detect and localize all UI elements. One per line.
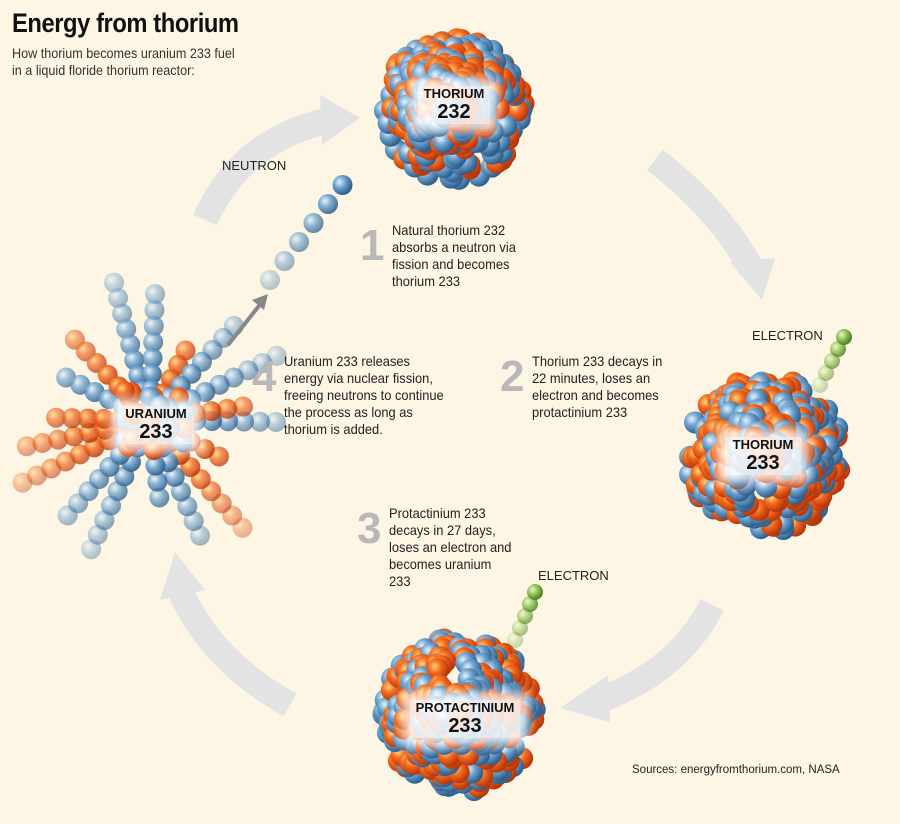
proton-ball: [114, 380, 135, 401]
proton-ball: [62, 408, 83, 429]
mass-number: 233: [448, 715, 482, 737]
electron-label-2: ELECTRON: [538, 568, 609, 583]
neutron-ball: [233, 411, 254, 432]
electron-ball: [824, 353, 840, 369]
step-text: Natural thorium 232 absorbs a neutron vi…: [392, 222, 517, 289]
step-text: Uranium 233 releases energy via nuclear …: [284, 353, 445, 437]
step-number: 3: [357, 504, 382, 553]
neutron-ball: [303, 213, 324, 233]
neutron-ball: [143, 332, 164, 353]
neutron-label: NEUTRON: [222, 158, 287, 173]
proton-ball: [427, 658, 450, 681]
neutron-ball: [116, 319, 137, 340]
step-4: 4 Uranium 233 releases energy via nuclea…: [252, 353, 464, 438]
neutron-ball: [142, 348, 163, 369]
electron-ball: [527, 584, 543, 600]
step-1: 1 Natural thorium 232 absorbs a neutron …: [360, 222, 540, 290]
electron-label-1: ELECTRON: [752, 328, 823, 343]
neutron-ball: [104, 272, 125, 293]
neutron-direction-arrowhead: [252, 294, 268, 310]
neutron-ball: [145, 455, 166, 476]
electron-ball: [836, 329, 852, 345]
neutron-ball: [289, 232, 309, 252]
neutron-ball: [265, 411, 286, 432]
electron-ball: [522, 596, 538, 612]
step-text: Thorium 233 decays in 22 minutes, loses …: [532, 353, 663, 420]
proton-ball: [217, 398, 238, 419]
electron-ball: [812, 377, 828, 393]
proton-ball: [16, 436, 37, 457]
step-2: 2 Thorium 233 decays in 22 minutes, lose…: [500, 353, 677, 421]
proton-ball: [94, 408, 115, 429]
page-title: Energy from thorium: [12, 8, 239, 38]
neutron-ball: [144, 300, 165, 321]
neutron-ball: [318, 194, 338, 214]
neutron-ball: [332, 175, 353, 195]
neutron-ball: [274, 251, 295, 271]
cycle-arrow-head: [730, 258, 775, 300]
sources-credit: Sources: energyfromthorium.com, NASA: [632, 764, 840, 776]
step-text: Protactinium 233 decays in 27 days, lose…: [389, 505, 512, 589]
element-name: URANIUM: [125, 406, 187, 421]
proton-ball: [201, 401, 222, 422]
element-name: THORIUM: [423, 86, 485, 101]
electron-ball: [818, 365, 834, 381]
electron-ball: [830, 341, 846, 357]
step-number: 1: [360, 221, 385, 270]
nucleus-label-thorium-232: THORIUM 232: [418, 86, 490, 124]
neutron-ball: [108, 288, 129, 309]
neutron-ball: [149, 487, 170, 508]
cycle-arrow-1-2: [647, 149, 764, 277]
cycle-arrow-2-3: [595, 599, 724, 713]
cycle-arrow-3-4: [168, 584, 297, 717]
proton-ball: [32, 432, 53, 453]
mass-number: 233: [139, 421, 173, 443]
proton-ball: [63, 426, 84, 447]
proton-ball: [48, 429, 69, 450]
proton-ball: [46, 407, 67, 428]
step-3: 3 Protactinium 233 decays in 27 days, lo…: [357, 505, 524, 590]
cycle-arrow-head: [320, 95, 360, 145]
nucleus-label-protactinium-233: PROTACTINIUM 233: [410, 700, 520, 738]
neutron-ball: [143, 316, 164, 337]
electron-ball: [512, 620, 528, 636]
element-name: THORIUM: [732, 437, 794, 452]
step-number: 4: [252, 352, 277, 401]
proton-ball: [143, 440, 164, 461]
neutron-ball: [145, 284, 166, 305]
mass-number: 232: [437, 101, 471, 123]
step-number: 2: [500, 352, 525, 401]
page-subtitle: How thorium becomes uranium 233 fuel in …: [12, 45, 235, 78]
cycle-arrow-neutron: [193, 107, 333, 226]
electron-ball: [507, 632, 523, 648]
proton-ball: [78, 408, 99, 429]
proton-ball: [233, 396, 254, 417]
neutron-ball: [141, 364, 162, 385]
proton-ball: [79, 422, 100, 443]
neutron-direction-arrow: [226, 300, 264, 347]
cycle-arrow-head: [560, 675, 610, 722]
nucleus-label-uranium-233: URANIUM 233: [118, 406, 194, 444]
cycle-arrow-head: [160, 552, 205, 600]
neutron-ball: [124, 350, 145, 371]
nucleus-label-thorium-233: THORIUM 233: [725, 437, 801, 475]
element-name: PROTACTINIUM: [415, 700, 515, 715]
mass-number: 233: [746, 452, 780, 474]
electron-ball: [517, 608, 533, 624]
neutron-ball: [249, 411, 270, 432]
neutron-ball: [112, 303, 133, 324]
neutron-ball: [147, 471, 168, 492]
neutron-ball: [260, 270, 280, 290]
neutron-ball: [120, 334, 141, 355]
